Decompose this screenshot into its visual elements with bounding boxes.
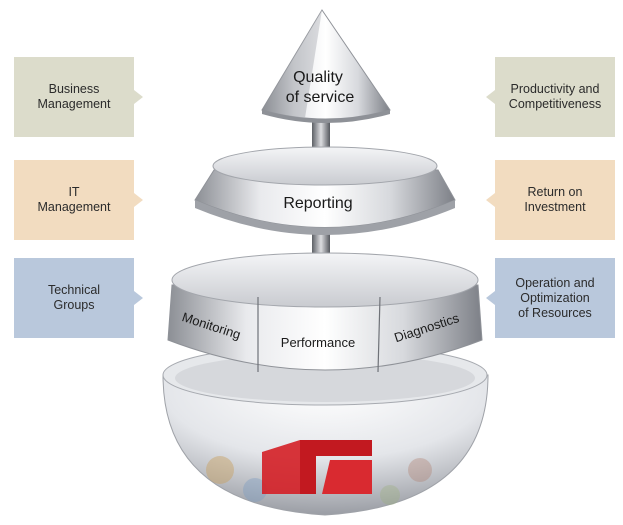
- operation-optimization-box: Operation and Optimization of Resources: [486, 258, 615, 338]
- top-cone: [261, 9, 391, 123]
- technical-groups-box: Technical Groups: [14, 258, 143, 338]
- reporting-label: Reporting: [283, 195, 352, 212]
- lower-ring: [167, 252, 483, 373]
- business-management-box: Business Management: [14, 57, 143, 137]
- it-management-label: IT Management: [37, 185, 111, 214]
- productivity-box: Productivity and Competitiveness: [486, 57, 615, 137]
- productivity-label: Productivity and Competitiveness: [508, 82, 602, 111]
- it-management-box: IT Management: [14, 160, 143, 240]
- company-logo: S: [262, 440, 372, 494]
- quality-label-line1: Quality: [293, 69, 343, 86]
- middle-cone: [194, 146, 456, 235]
- return-on-investment-label: Return on Investment: [524, 185, 586, 214]
- performance-label: Performance: [281, 335, 355, 350]
- return-on-investment-box: Return on Investment: [486, 160, 615, 240]
- quality-label-line2: of service: [286, 89, 355, 106]
- technical-groups-label: Technical Groups: [47, 283, 101, 312]
- business-management-label: Business Management: [37, 82, 111, 111]
- operation-optimization-label: Operation and Optimization of Resources: [515, 275, 595, 320]
